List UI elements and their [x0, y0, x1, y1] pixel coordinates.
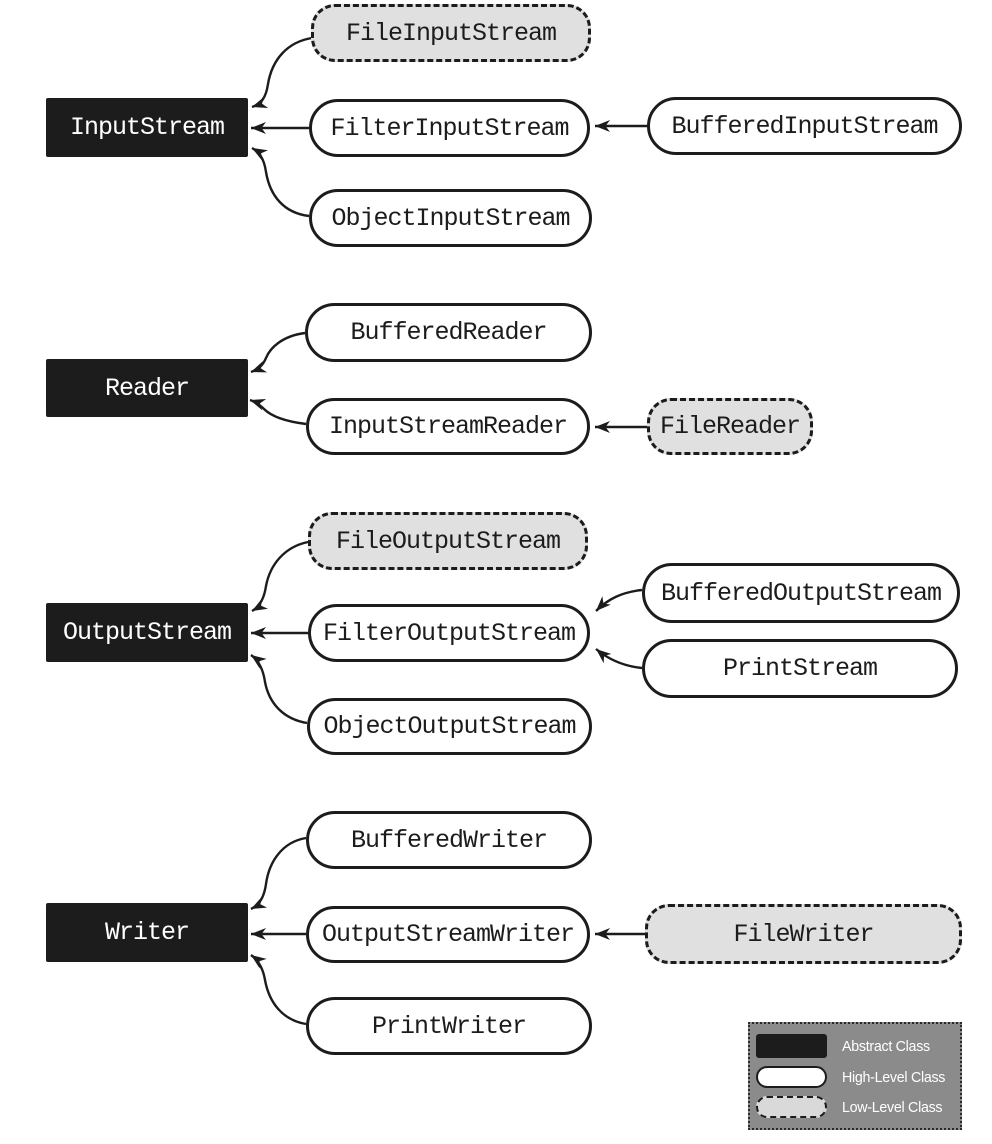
- class-node-bufferedreader: BufferedReader: [305, 303, 592, 362]
- inheritance-arrow-bufferedreader: [250, 331, 306, 374]
- class-node-bufferedoutputstream: BufferedOutputStream: [642, 563, 960, 623]
- inheritance-arrow-printstream: [595, 648, 643, 670]
- legend-label: Abstract Class: [842, 1037, 930, 1055]
- legend-item-high: High-Level Class: [756, 1066, 954, 1088]
- legend-item-low: Low-Level Class: [756, 1096, 954, 1118]
- class-node-bufferedinputstream: BufferedInputStream: [647, 97, 962, 155]
- inheritance-arrow-objectoutputstream: [250, 654, 308, 725]
- class-node-filteroutputstream: FilterOutputStream: [308, 604, 590, 662]
- class-node-outputstreamwriter: OutputStreamWriter: [306, 906, 590, 963]
- legend-label: High-Level Class: [842, 1068, 946, 1086]
- legend-swatch-abstract: [756, 1034, 827, 1058]
- class-node-inputstream: InputStream: [46, 98, 248, 157]
- class-node-objectinputstream: ObjectInputStream: [309, 189, 592, 247]
- inheritance-arrow-fileoutputstream: [251, 540, 309, 613]
- class-node-bufferedwriter: BufferedWriter: [306, 811, 592, 869]
- legend-item-abstract: Abstract Class: [756, 1034, 954, 1058]
- inheritance-arrow-bufferedoutputstream: [595, 588, 643, 612]
- class-node-fileinputstream: FileInputStream: [311, 4, 591, 62]
- inheritance-arrow-printwriter: [250, 954, 307, 1026]
- inheritance-arrow-inputstreamreader: [249, 398, 307, 426]
- inheritance-arrow-objectinputstream: [251, 146, 310, 218]
- inheritance-arrow-fileinputstream: [251, 36, 313, 109]
- class-node-filterinputstream: FilterInputStream: [309, 99, 590, 157]
- class-node-objectoutputstream: ObjectOutputStream: [307, 698, 592, 755]
- legend-label: Low-Level Class: [842, 1098, 943, 1116]
- class-node-filewriter: FileWriter: [645, 904, 962, 964]
- inheritance-arrow-bufferedwriter: [250, 836, 307, 911]
- class-node-filereader: FileReader: [647, 398, 813, 455]
- class-node-outputstream: OutputStream: [46, 603, 248, 662]
- class-node-printwriter: PrintWriter: [306, 997, 592, 1055]
- class-node-writer: Writer: [46, 903, 248, 962]
- class-node-fileoutputstream: FileOutputStream: [308, 512, 588, 570]
- class-node-reader: Reader: [46, 359, 248, 417]
- class-node-inputstreamreader: InputStreamReader: [306, 398, 590, 455]
- class-node-printstream: PrintStream: [642, 639, 958, 698]
- legend-swatch-low: [756, 1096, 827, 1118]
- legend-swatch-high: [756, 1066, 827, 1088]
